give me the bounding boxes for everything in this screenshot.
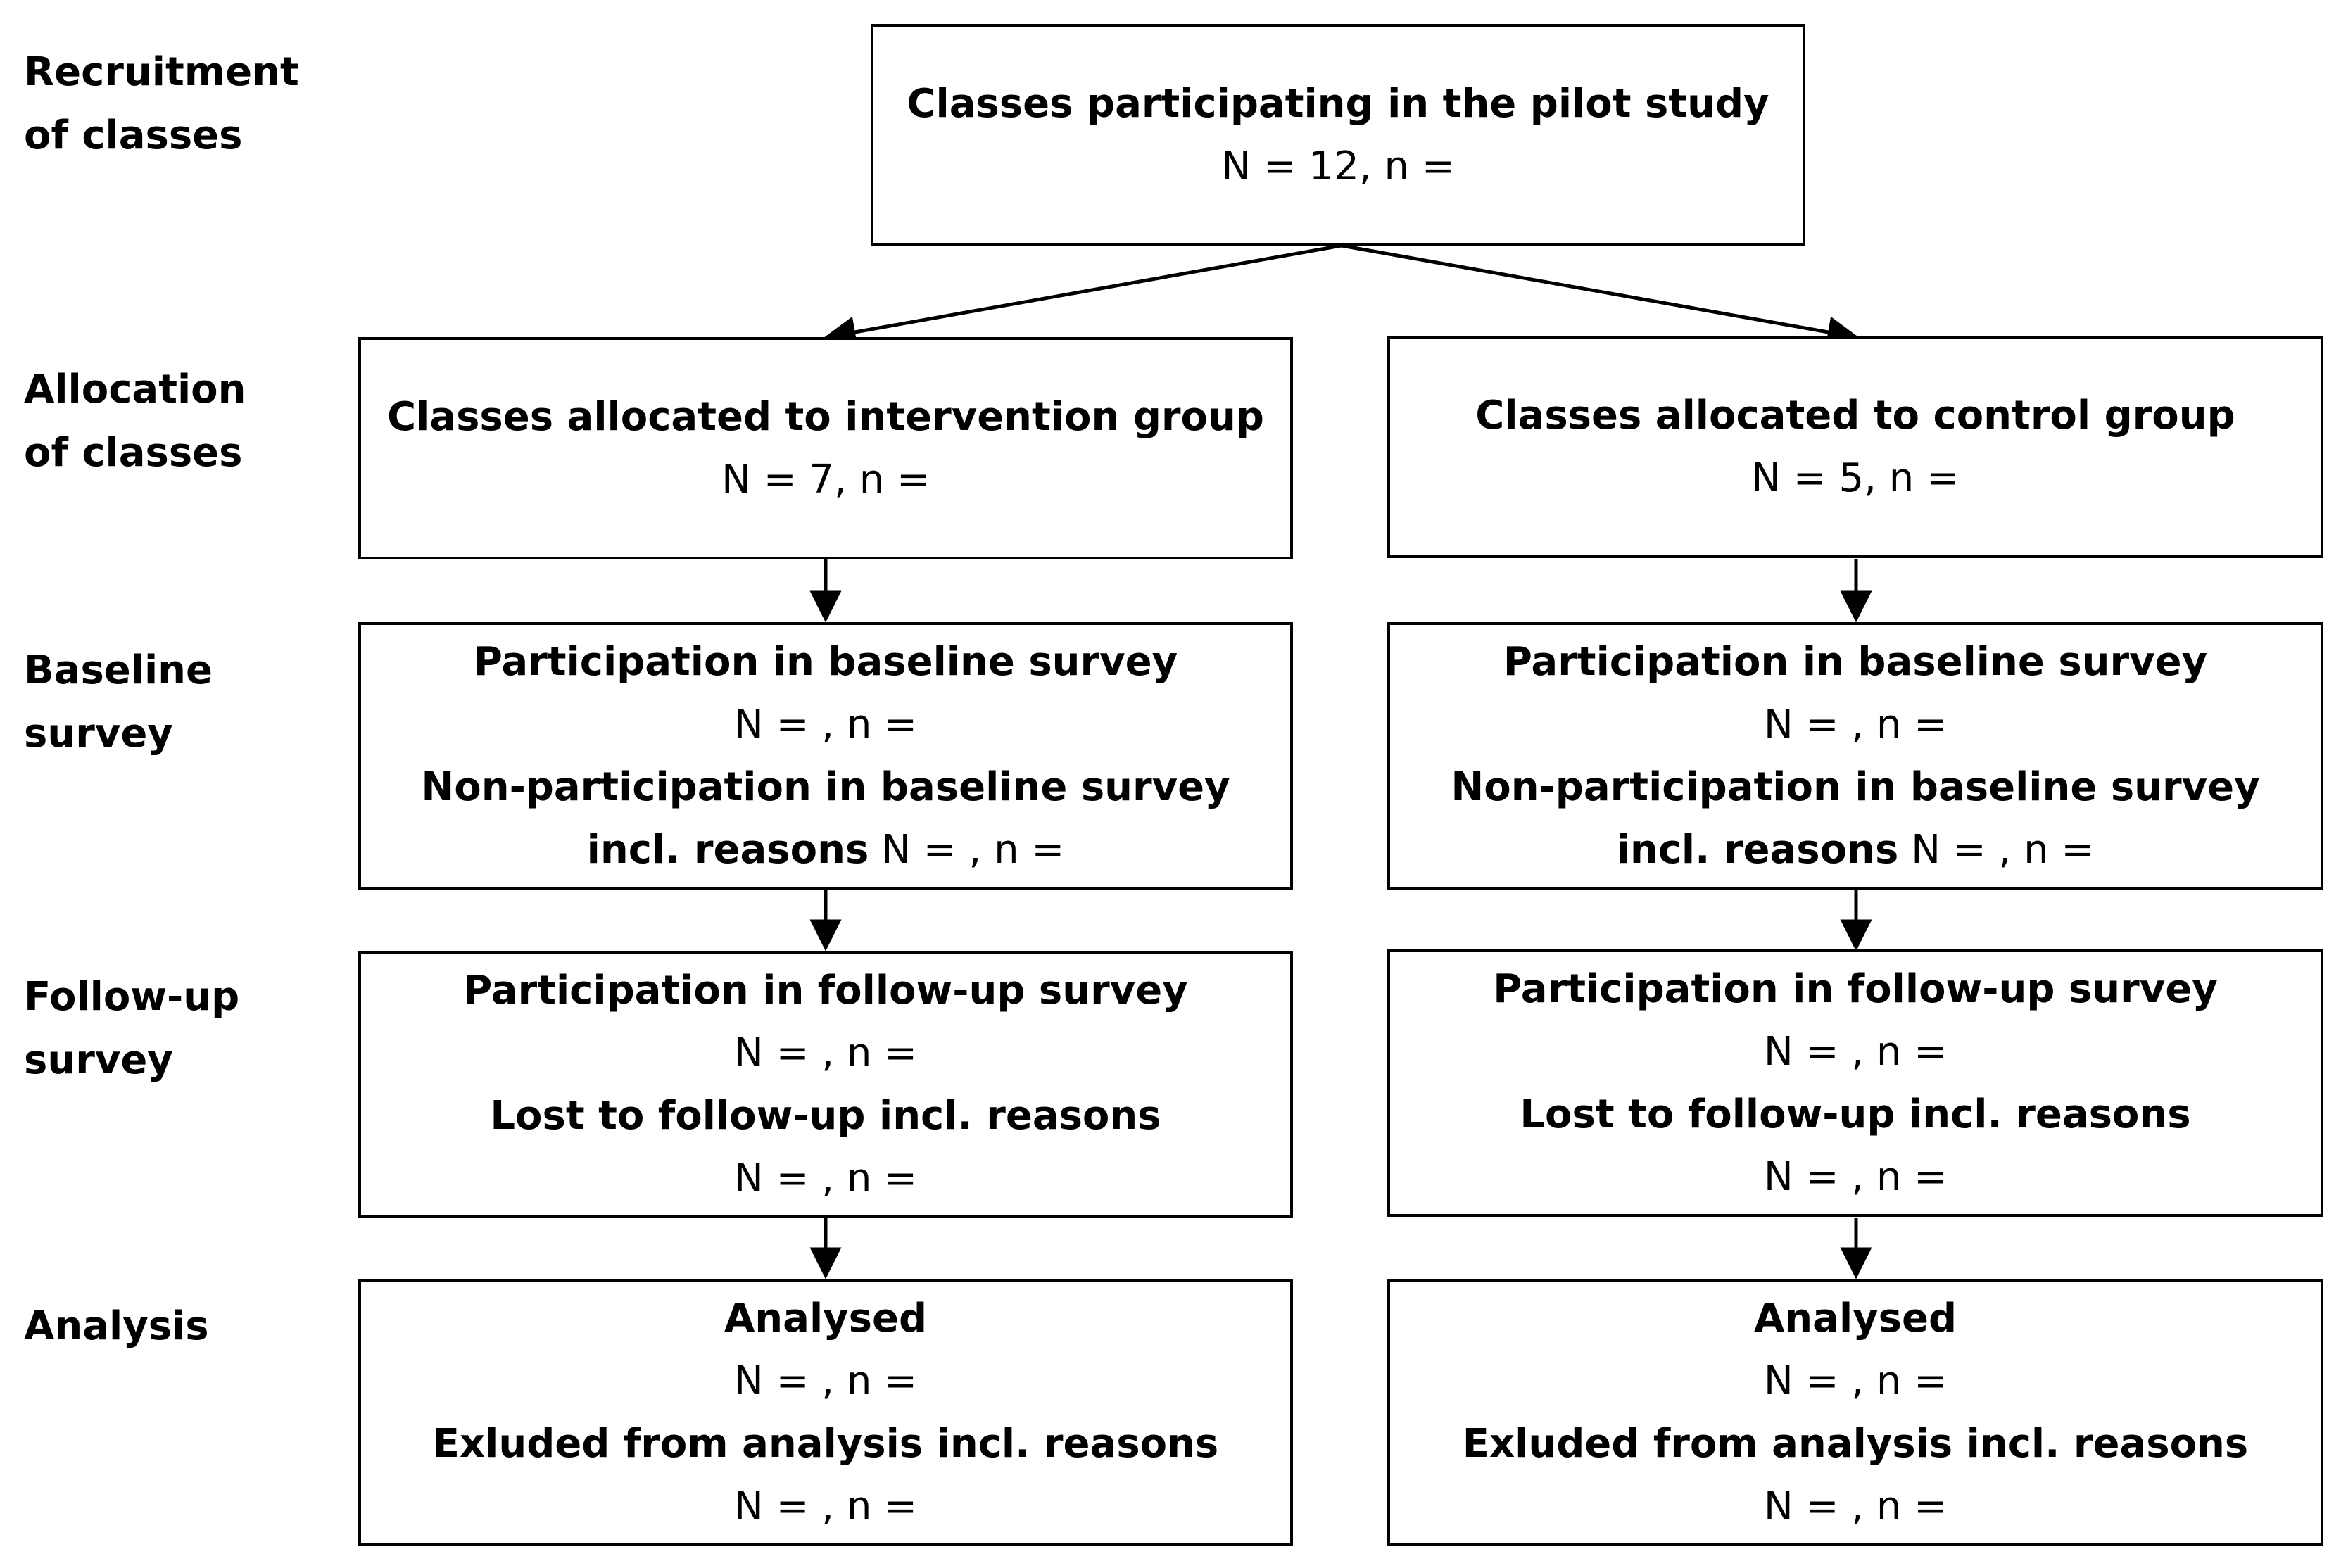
- box-control-analysis: Analysed N = , n = Exluded from analysis…: [1387, 1279, 2323, 1546]
- box-intervention-baseline: Participation in baseline survey N = , n…: [358, 622, 1293, 890]
- box-count: N = , n =: [733, 1030, 918, 1076]
- box-title: Participation in follow-up survey: [1493, 966, 2218, 1012]
- box-title: Classes participating in the pilot study: [907, 80, 1769, 127]
- box-intervention-followup: Participation in follow-up survey N = , …: [358, 951, 1293, 1218]
- box-count: N = , n =: [1763, 1358, 1948, 1404]
- box-non-participation-title: Non-participation in baseline survey: [421, 764, 1230, 810]
- box-intervention-allocation: Classes allocated to intervention group …: [358, 337, 1293, 559]
- box-count: N = , n =: [1763, 702, 1948, 747]
- box-title: Analysed: [724, 1296, 928, 1341]
- box-pilot-study: Classes participating in the pilot study…: [871, 24, 1805, 246]
- arrow-top-to-intervention: [824, 244, 1342, 348]
- stage-label-recruitment: Recruitment of classes: [24, 49, 299, 158]
- box-lost-title: Lost to follow-up incl. reasons: [490, 1092, 1161, 1139]
- box-title: Classes allocated to control group: [1475, 393, 2235, 438]
- box-control-allocation: Classes allocated to control group N = 5…: [1387, 336, 2323, 558]
- box-count: N = 12, n =: [1221, 143, 1455, 189]
- box-count: N = 7, n =: [721, 457, 930, 502]
- box-count: N = , n =: [733, 1358, 918, 1404]
- box-excluded-count: N = , n =: [1763, 1484, 1948, 1529]
- box-title: Participation in follow-up survey: [463, 967, 1188, 1013]
- box-non-participation-title: Non-participation in baseline survey: [1451, 764, 2260, 810]
- box-non-participation-line: incl. reasons N = , n =: [1616, 827, 2095, 873]
- box-count: N = 5, n =: [1751, 455, 1960, 501]
- box-count: N = , n =: [733, 702, 918, 747]
- box-title: Classes allocated to intervention group: [387, 394, 1264, 440]
- stage-label-baseline: Baseline survey: [24, 647, 213, 757]
- box-title: Analysed: [1753, 1296, 1957, 1341]
- box-control-followup: Participation in follow-up survey N = , …: [1387, 949, 2323, 1217]
- box-excluded-title: Exluded from analysis incl. reasons: [1462, 1421, 2249, 1467]
- box-lost-count: N = , n =: [1763, 1154, 1948, 1200]
- arrow-top-to-control: [1341, 244, 1860, 348]
- stage-label-analysis: Analysis: [24, 1303, 209, 1349]
- box-control-baseline: Participation in baseline survey N = , n…: [1387, 622, 2323, 890]
- box-excluded-title: Exluded from analysis incl. reasons: [432, 1421, 1219, 1467]
- box-non-participation-line: incl. reasons N = , n =: [586, 827, 1065, 873]
- box-title: Participation in baseline survey: [473, 639, 1178, 685]
- box-excluded-count: N = , n =: [733, 1484, 918, 1529]
- stage-label-allocation: Allocation of classes: [24, 367, 246, 476]
- box-title: Participation in baseline survey: [1503, 639, 2208, 685]
- box-count: N = , n =: [1763, 1029, 1948, 1075]
- box-intervention-analysis: Analysed N = , n = Exluded from analysis…: [358, 1279, 1293, 1546]
- stage-label-followup: Follow-up survey: [24, 974, 240, 1083]
- box-lost-title: Lost to follow-up incl. reasons: [1520, 1092, 2191, 1137]
- box-lost-count: N = , n =: [733, 1155, 918, 1201]
